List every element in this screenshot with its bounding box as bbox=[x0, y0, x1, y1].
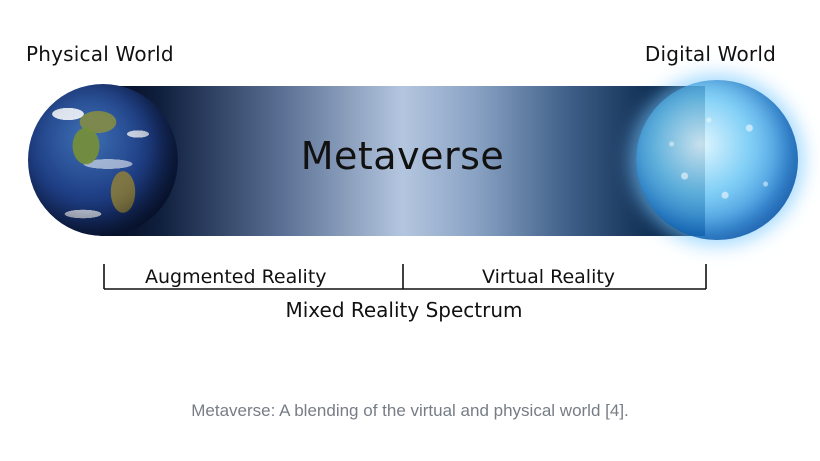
earth-globe-icon bbox=[28, 84, 178, 236]
virtual-reality-label: Virtual Reality bbox=[482, 266, 616, 288]
digital-world-label: Digital World bbox=[644, 42, 776, 66]
metaverse-title: Metaverse bbox=[300, 134, 505, 178]
digital-globe-icon bbox=[636, 80, 798, 240]
physical-world-label: Physical World bbox=[26, 42, 174, 66]
mixed-reality-spectrum-label: Mixed Reality Spectrum bbox=[285, 298, 523, 322]
network-pattern bbox=[636, 80, 798, 240]
figure-caption: Metaverse: A blending of the virtual and… bbox=[191, 401, 629, 420]
spectrum-bracket bbox=[103, 264, 707, 290]
augmented-reality-label: Augmented Reality bbox=[145, 266, 327, 288]
gradient-band bbox=[100, 86, 705, 236]
